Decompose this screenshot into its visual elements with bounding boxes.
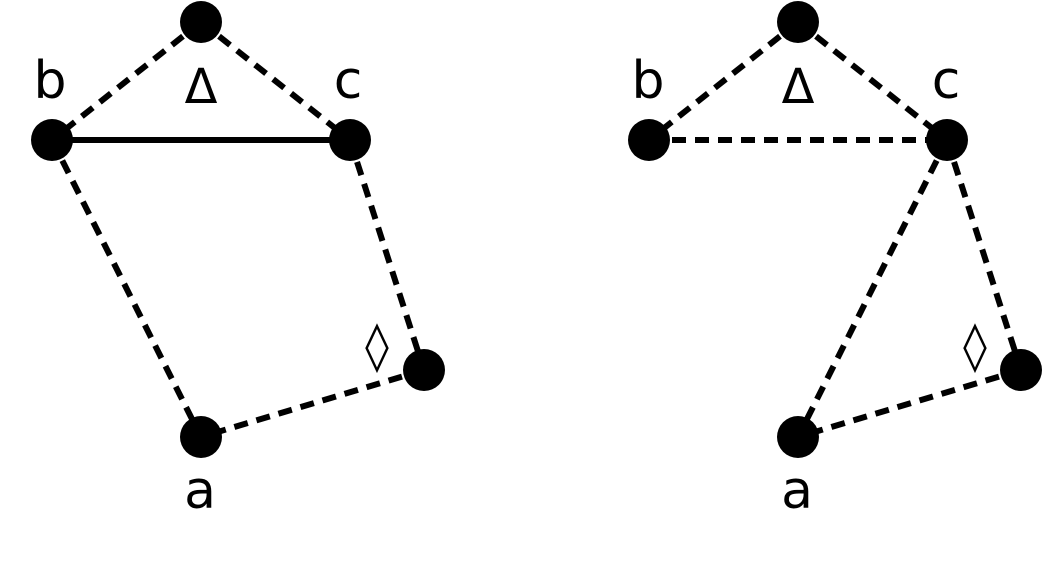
right-diamond-symbol: ◊	[963, 318, 987, 374]
left-edge-c-d	[347, 139, 427, 371]
right-node-b	[628, 119, 670, 161]
right-edge-top-b	[647, 19, 800, 143]
right-edge-d-a	[797, 367, 1022, 440]
left-node-c	[329, 119, 371, 161]
right-delta-symbol: Δ	[782, 59, 815, 115]
left-edge-top-c	[199, 19, 352, 143]
right-edge-c-d	[944, 139, 1024, 371]
left-node-top	[180, 1, 222, 43]
left-node-d	[403, 349, 445, 391]
right-edge-top-c	[796, 19, 949, 143]
graph-right	[628, 1, 1042, 458]
right-node-top	[777, 1, 819, 43]
left-label-a: a	[184, 461, 216, 521]
left-label-b: b	[33, 51, 66, 111]
right-node-d	[1000, 349, 1042, 391]
left-node-a	[180, 416, 222, 458]
left-diamond-symbol: ◊	[365, 318, 389, 374]
right-node-a	[777, 416, 819, 458]
right-label-c: c	[932, 51, 961, 111]
right-edge-c-a	[795, 138, 950, 439]
right-node-c	[926, 119, 968, 161]
left-edge-top-b	[50, 19, 203, 143]
left-node-b	[31, 119, 73, 161]
left-edge-b-a	[49, 138, 204, 439]
graph-left	[31, 1, 445, 458]
left-delta-symbol: Δ	[185, 59, 218, 115]
left-label-c: c	[334, 51, 363, 111]
right-label-a: a	[781, 461, 813, 521]
right-label-b: b	[631, 51, 664, 111]
left-edge-d-a	[200, 367, 425, 440]
